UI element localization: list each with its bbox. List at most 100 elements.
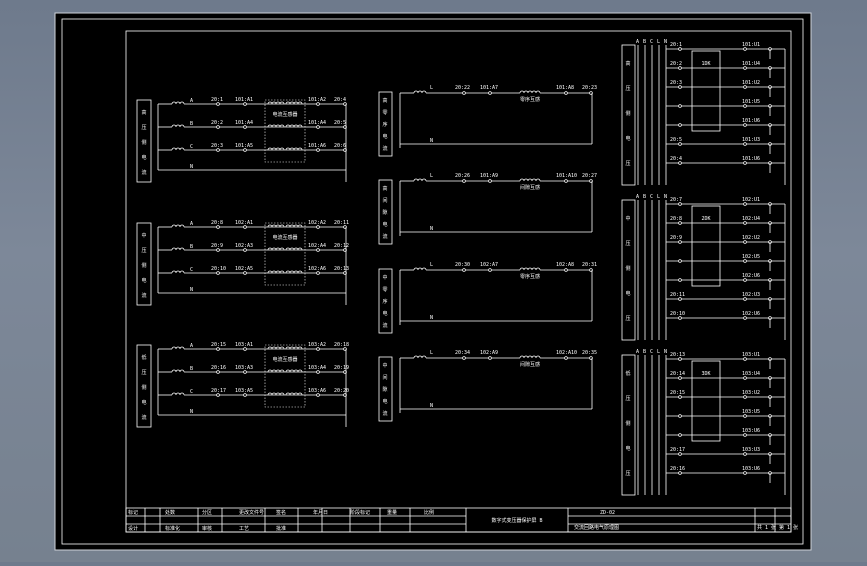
terminal-label: 101:U4 [742,61,760,67]
terminal-label: 101:A1 [235,97,253,103]
terminal [678,142,682,146]
terminal [216,148,220,152]
coil-symbol [285,147,303,151]
terminal [216,125,220,129]
terminal-label: 20:18 [334,342,349,348]
terminal [564,91,568,95]
ct-label: 间隙互感 [520,361,540,368]
coil-symbol [267,224,285,228]
terminal-label: 20:2 [211,120,223,126]
terminal-label: 101:U3 [742,137,760,143]
side-label-char: 隙 [382,209,387,216]
side-label-char: 侧 [625,265,630,272]
terminal [743,278,747,282]
side-label-char: 电 [382,398,387,405]
terminal-label: 101:U2 [742,80,760,86]
side-label-char: 电 [382,310,387,317]
terminal-label: 102:A6 [308,266,326,272]
terminal-label: 101:A5 [235,143,253,149]
bus-label: C [650,39,653,45]
terminal [678,47,682,51]
terminal-label: 20:3 [211,143,223,149]
terminal [743,240,747,244]
terminal [743,47,747,51]
title-cell: 标记 [128,509,138,516]
bus-label: C [650,194,653,200]
terminal [678,414,682,418]
terminal-label: 102:U6 [742,273,760,279]
side-label-char: 侧 [625,110,630,117]
title-cell: 审核 [202,525,212,532]
terminal-label: 20:8 [211,220,223,226]
terminal-label: 20:27 [582,173,597,179]
switch-label: 1DK [701,61,710,67]
terminal [678,85,682,89]
side-label-char: 低 [141,354,146,361]
side-label-box [378,268,393,334]
drawing-number: ZD-02 [600,510,615,516]
terminal-label: 20:35 [582,350,597,356]
terminal [316,393,320,397]
terminal [678,161,682,165]
terminal-label: 20:5 [670,137,682,143]
terminal-label: 102:A8 [556,262,574,268]
terminal-label: 103:A6 [308,388,326,394]
switch-box [691,205,721,287]
title-frame [125,507,792,533]
terminal [243,370,247,374]
coil-symbol [519,90,541,94]
coil-symbol [267,369,285,373]
terminal [743,395,747,399]
side-label-char: 中 [382,274,387,281]
terminal-label: 103:A2 [308,342,326,348]
coil-symbol [285,101,303,105]
terminal [488,356,492,360]
line-label: L [430,350,433,356]
terminal [243,148,247,152]
bus-label: B [643,194,646,200]
coil-symbol [267,270,285,274]
coil-symbol [519,267,541,271]
terminal-label: 20:5 [334,120,346,126]
coil-symbol [171,147,185,151]
terminal-label: 102:A2 [308,220,326,226]
side-label-char: 流 [141,169,146,176]
side-label-char: 电 [625,135,630,142]
side-label-char: 电 [625,445,630,452]
terminal-label: 20:7 [670,197,682,203]
neutral-label: N [190,164,193,170]
side-label-char: 低 [625,370,630,377]
bus-label: L [657,194,660,200]
terminal-label: 102:U5 [742,254,760,260]
terminal [743,85,747,89]
terminal-label: 103:U1 [742,352,760,358]
terminal [216,370,220,374]
terminal [743,202,747,206]
phase-name: A [190,98,193,104]
terminal [678,471,682,475]
terminal [678,278,682,282]
terminal [743,414,747,418]
terminal [743,221,747,225]
switch-box [691,50,721,132]
side-label-char: 零 [382,287,387,293]
terminal-label: 101:U1 [742,42,760,48]
terminal-label: 20:6 [334,143,346,149]
terminal [216,347,220,351]
coil-symbol [171,346,185,350]
terminal-label: 103:U6 [742,428,760,434]
side-label-char: 电 [141,277,146,284]
phase-name: A [190,343,193,349]
terminal [462,268,466,272]
side-label-char: 电 [141,399,146,406]
side-label-char: 压 [625,161,630,167]
title-cell: 年月日 [313,509,328,516]
side-label-char: 侧 [141,384,146,391]
drawing-name: 交流回路电气原理图 [574,524,619,531]
terminal-label: 101:A8 [556,85,574,91]
terminal-label: 20:13 [670,352,685,358]
terminal-label: 101:U5 [742,99,760,105]
